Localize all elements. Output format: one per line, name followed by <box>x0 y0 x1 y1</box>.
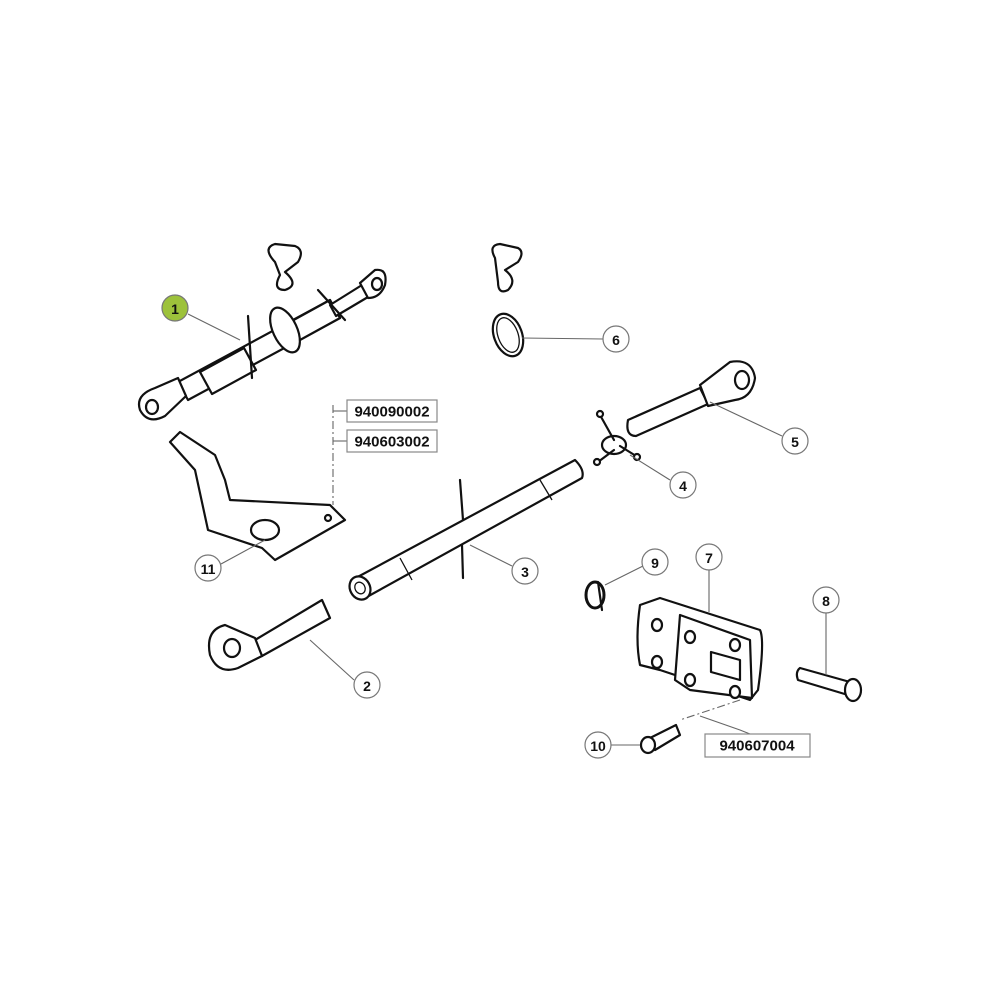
part-10-bolt[interactable] <box>639 723 682 755</box>
callout-7[interactable]: 7 <box>695 543 723 571</box>
callout-6[interactable]: 6 <box>602 325 630 353</box>
svg-text:940607004: 940607004 <box>719 738 795 755</box>
part-8-pin[interactable] <box>795 666 863 703</box>
svg-text:11: 11 <box>201 561 216 577</box>
svg-text:1: 1 <box>171 301 179 317</box>
svg-text:940090002: 940090002 <box>354 404 429 421</box>
svg-text:5: 5 <box>791 434 799 450</box>
svg-text:6: 6 <box>612 332 620 348</box>
svg-text:4: 4 <box>679 478 687 494</box>
part-7-plate[interactable] <box>636 596 764 702</box>
reference-940603002[interactable]: 940603002 <box>346 429 438 453</box>
callout-4[interactable]: 4 <box>669 471 697 499</box>
reference-940607004[interactable]: 940607004 <box>704 733 811 758</box>
svg-text:3: 3 <box>521 564 529 580</box>
part-2-eye-end[interactable] <box>207 598 332 671</box>
callout-2[interactable]: 2 <box>353 671 381 699</box>
part-11-bracket[interactable] <box>168 430 347 562</box>
part-4-handle[interactable] <box>592 409 642 467</box>
svg-text:9: 9 <box>651 555 659 571</box>
callout-11[interactable]: 11 <box>194 554 222 582</box>
part-9-lynch-pin[interactable] <box>584 580 606 612</box>
callout-8[interactable]: 8 <box>812 586 840 614</box>
callout-5[interactable]: 5 <box>781 427 809 455</box>
svg-text:10: 10 <box>590 738 606 754</box>
leader-lines <box>187 313 827 746</box>
svg-text:8: 8 <box>822 593 830 609</box>
part-3-tube[interactable] <box>346 458 584 603</box>
svg-text:2: 2 <box>363 678 371 694</box>
svg-text:940603002: 940603002 <box>354 434 429 451</box>
svg-text:7: 7 <box>705 550 713 566</box>
callout-10[interactable]: 10 <box>584 731 612 759</box>
callout-3[interactable]: 3 <box>511 557 539 585</box>
part-1-top-link[interactable] <box>137 242 387 421</box>
callout-9[interactable]: 9 <box>641 548 669 576</box>
part-6-spring-clip[interactable] <box>487 242 528 360</box>
callout-1[interactable]: 1 <box>161 294 189 322</box>
reference-940090002[interactable]: 940090002 <box>346 399 438 423</box>
part-5-eye-end[interactable] <box>626 360 757 438</box>
